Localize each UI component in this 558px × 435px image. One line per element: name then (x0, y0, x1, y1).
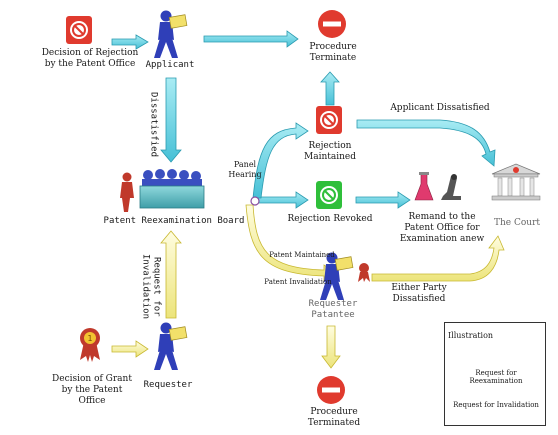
legend-title: Illustration (448, 331, 494, 340)
court-label: The Court (493, 218, 540, 228)
either-party-label: Either Party Dissatisfied (391, 283, 447, 304)
rejection-maintained-icon (316, 106, 342, 134)
patent-maintained-label: Patent Maintained (269, 251, 335, 259)
arrow-board-to-revoked (257, 191, 309, 209)
requester-label: Requester (143, 380, 193, 390)
svg-text:1: 1 (87, 334, 92, 343)
decision-grant-label: Decision of Grant by the Patent Office (52, 374, 132, 406)
arrow-patentee-to-terminated (321, 325, 341, 369)
rejection-revoked-label: Rejection Revoked (287, 214, 373, 224)
applicant-dissatisfied-label: Applicant Dissatisfied (390, 103, 490, 113)
arrow-board-to-maintained (252, 122, 309, 199)
rejection-document-icon (66, 16, 92, 44)
patent-invalidation-label: Patent Invalidation (264, 278, 332, 286)
procedure-terminate-label: Procedure Terminate (309, 42, 357, 63)
board-label: Patent Reexamination Board (103, 216, 245, 226)
court-building-icon (491, 163, 541, 201)
lab-equipment-icon (414, 172, 461, 201)
stop-sign-icon (318, 10, 346, 38)
applicant-label: Applicant (145, 60, 195, 70)
rejection-revoked-icon (316, 181, 342, 209)
board-panel-icon (120, 169, 205, 212)
legend-invalidation-label: Request for Invalidation (453, 401, 539, 409)
panel-hub (250, 196, 260, 206)
arrow-applicant-to-board (160, 77, 182, 163)
grant-medal-icon: 1 (80, 328, 100, 362)
arrow-patentee-to-court (371, 235, 505, 282)
arrow-rejection-to-applicant (111, 34, 149, 50)
arrow-maintained-to-court (356, 119, 496, 167)
arrow-applicant-to-terminate (203, 30, 299, 48)
request-invalidation-label: Request for Invalidation (140, 254, 162, 320)
dissatisfied-label: Dissatisfied (148, 92, 159, 158)
legend-reexam-label: Request for Reexamination (469, 369, 523, 386)
arrow-revoked-to-remand (355, 191, 411, 209)
remand-label: Remand to the Patent Office for Examinat… (399, 212, 485, 244)
arrow-maintained-to-terminate (320, 71, 340, 106)
rejection-maintained-label: Rejection Maintained (303, 141, 356, 162)
applicant-person-icon (154, 10, 188, 58)
requester-patentee-icon (320, 252, 370, 300)
decision-rejection-label: Decision of Rejection by the Patent Offi… (41, 48, 139, 69)
arrow-requester-to-board (160, 230, 182, 319)
panel-hearing-label: Panel Hearing (228, 160, 262, 179)
arrow-grant-to-requester (111, 340, 149, 358)
stop-sign-bottom-icon (317, 376, 345, 404)
requester-patentee-label: Requester Patantee (308, 299, 358, 320)
procedure-terminated-label: Procedure Terminated (307, 407, 361, 428)
requester-person-icon (154, 322, 188, 370)
legend-box (444, 322, 546, 426)
